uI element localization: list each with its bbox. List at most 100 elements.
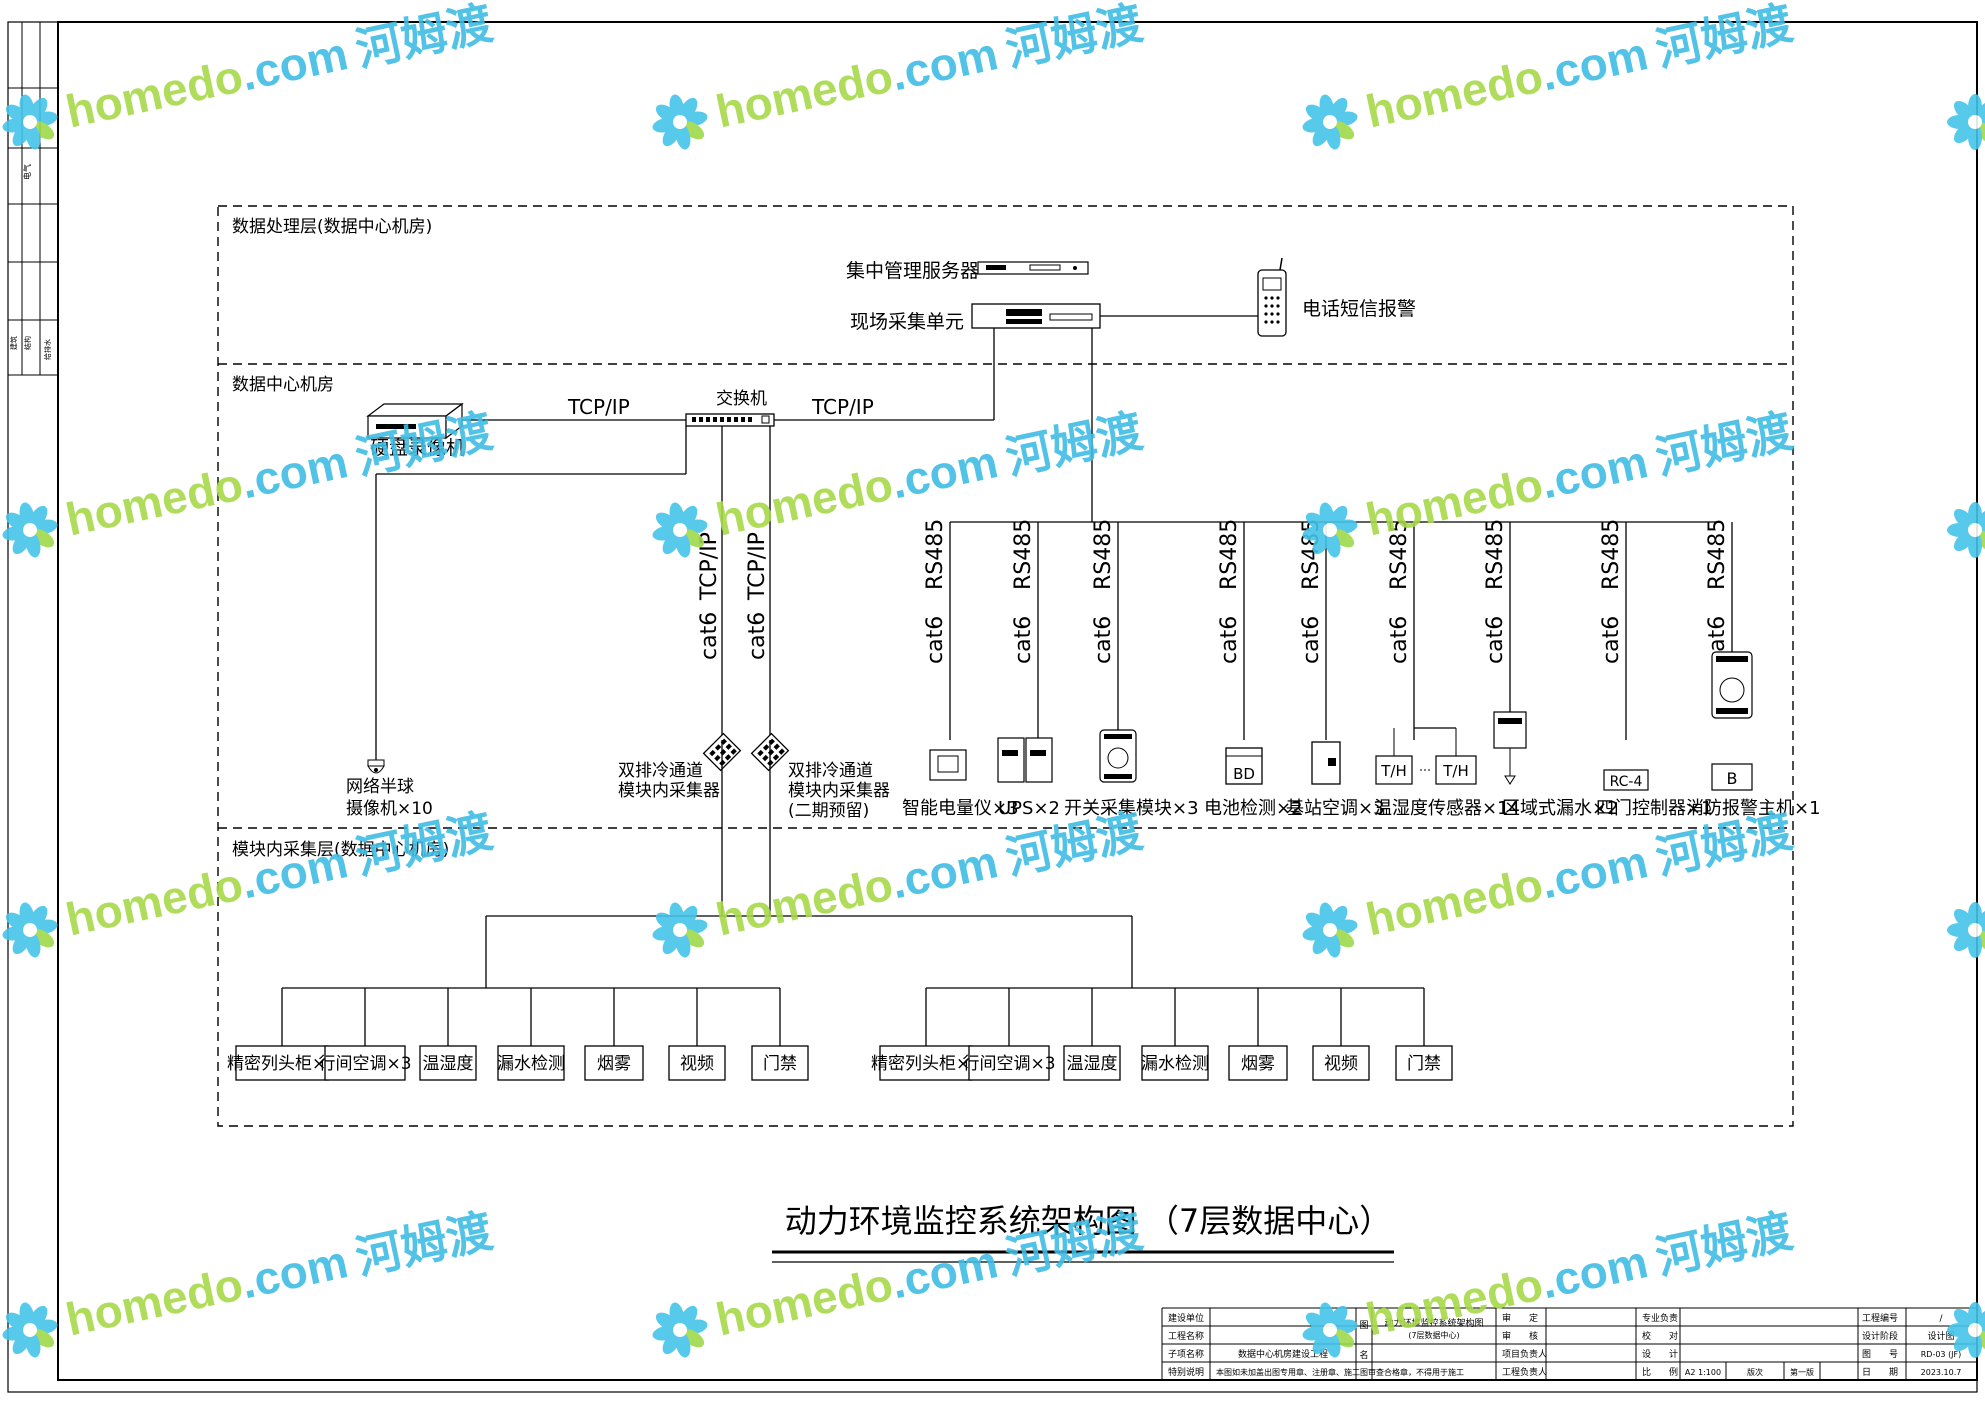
watermark-domain: .com <box>1536 27 1652 100</box>
tcpip-left-label: TCP/IP <box>567 395 630 419</box>
watermark-text: homedo.com河姆渡 <box>61 1204 497 1345</box>
switch-module-icon <box>1099 729 1137 783</box>
module-item-label: 门禁 <box>763 1054 797 1074</box>
title-block-r-eng: 工程负责人 <box>1502 1366 1547 1378</box>
title-block-s-ver-l: 版次 <box>1747 1367 1763 1377</box>
title-block-p-no-v: / <box>1939 1314 1943 1324</box>
module-item-box <box>324 1045 406 1081</box>
rs485-proto-label: RS485 <box>1091 519 1116 590</box>
strip-label-structure: 结构 <box>23 336 32 350</box>
module-item-box <box>497 1045 565 1081</box>
watermark-flower-icon <box>646 1296 714 1364</box>
module-item-box <box>879 1045 973 1081</box>
rs485-cable-label: cat6 <box>1091 616 1116 664</box>
watermark-flower-icon <box>1947 502 1985 558</box>
title-block-r-pm: 项目负责人 <box>1502 1348 1547 1360</box>
trunk-cable-label: cat6 <box>697 612 722 660</box>
camera-label-2: 摄像机×10 <box>346 799 433 819</box>
watermark-domain: .com <box>1536 1235 1652 1308</box>
trunk-label-line: 双排冷通道 <box>788 761 873 781</box>
left-signature-strip <box>8 22 58 376</box>
title-block-p-dwg-v: RD-03 (JF) <box>1921 1350 1962 1359</box>
rs485-cable-label: cat6 <box>923 616 948 664</box>
trunk-label-line: 双排冷通道 <box>618 761 703 781</box>
watermark-brand: homedo <box>61 50 247 138</box>
title-block-notes-value: 本图如未加盖出图专用章、注册章、施工图审查合格章，不得用于施工 <box>1216 1367 1464 1377</box>
title-block-p-date-v: 2023.10.7 <box>1921 1368 1962 1377</box>
device-label-fire-alarm: 消防报警主机×1 <box>1686 798 1821 819</box>
device-label-meter: 智能电量仪×3 <box>902 798 1019 819</box>
rs485-cable-label: cat6 <box>1217 616 1242 664</box>
battery-tag: BD <box>1233 765 1255 783</box>
rs485-proto-label: RS485 <box>1387 519 1412 590</box>
title-block-r-approve: 审 定 <box>1502 1312 1538 1324</box>
title-block-s-design: 设 计 <box>1642 1348 1678 1360</box>
nvr-icon <box>366 402 464 440</box>
title-block-drawing-name-2: (7层数据中心) <box>1408 1330 1459 1340</box>
battery-icon: BD <box>1225 747 1263 785</box>
rs485-cable-label: cat6 <box>1387 616 1412 664</box>
watermark-domain: .com <box>1536 835 1652 908</box>
module-item-label: 行间空调×3 <box>962 1054 1055 1074</box>
layer-label-module: 模块内采集层(数据中心机房) <box>232 840 449 860</box>
watermark: homedo.com河姆渡 <box>1296 804 1797 964</box>
layer-label-processing: 数据处理层(数据中心机房) <box>232 217 432 237</box>
device-label-switch-module: 开关采集模块×3 <box>1064 798 1199 819</box>
watermark-brand: homedo <box>61 858 247 946</box>
watermark-cn: 河姆渡 <box>1651 404 1797 484</box>
module-item-label: 烟雾 <box>1241 1054 1275 1074</box>
leak-icon <box>1493 711 1527 785</box>
title-block: 建设单位工程名称子项名称数据中心机房建设工程特别说明本图如未加盖出图专用章、注册… <box>1161 1307 1977 1380</box>
aircon-icon <box>1311 741 1341 785</box>
watermark-text: homedo.com河姆渡 <box>1361 1204 1797 1345</box>
module-item-label: 温湿度 <box>1067 1054 1118 1074</box>
title-block-sub-value: 数据中心机房建设工程 <box>1238 1348 1328 1360</box>
module-item-box <box>584 1045 644 1081</box>
watermark-layer: homedo.com河姆渡homedo.com河姆渡homedo.com河姆渡h… <box>0 0 1985 1364</box>
strip-label-architecture: 建筑 <box>9 336 18 350</box>
watermark-cn: 河姆渡 <box>1651 1204 1797 1284</box>
strip-label-plumbing: 给排水 <box>43 339 52 360</box>
module-item-box <box>751 1045 809 1081</box>
tcpip-right-label: TCP/IP <box>811 395 874 419</box>
watermark-brand: homedo <box>1361 50 1547 138</box>
watermark: homedo.com河姆渡 <box>646 0 1147 156</box>
watermark-text: homedo.com河姆渡 <box>61 0 497 138</box>
title-block-s-ver-v: 第一版 <box>1790 1367 1814 1377</box>
watermark-flower-icon <box>0 896 64 964</box>
watermark-brand: homedo <box>711 458 897 546</box>
sms-alarm-label: 电话短信报警 <box>1302 298 1416 320</box>
module-item-label: 漏水检测 <box>1141 1054 1209 1074</box>
drawing-title: 动力环境监控系统架构图 （7层数据中心） <box>785 1202 1392 1240</box>
module-item-label: 温湿度 <box>423 1054 474 1074</box>
watermark-cn: 河姆渡 <box>351 1204 497 1284</box>
device-label-door-controller: 四门控制器×1 <box>1596 798 1713 819</box>
module-item-label: 漏水检测 <box>497 1054 565 1074</box>
title-block-s-scale-v: A2 1:100 <box>1685 1368 1721 1377</box>
watermark-text: homedo.com河姆渡 <box>1361 0 1797 138</box>
module-item-box <box>1395 1045 1453 1081</box>
title-block-s-major: 专业负责 <box>1642 1312 1678 1324</box>
rs485-cable-label: cat6 <box>1599 616 1624 664</box>
rs485-proto-label: RS485 <box>923 519 948 590</box>
watermark-text: homedo.com河姆渡 <box>711 0 1147 138</box>
rs485-cable-label: cat6 <box>1011 616 1036 664</box>
module-item-box <box>1141 1045 1209 1081</box>
door-tag: RC-4 <box>1610 774 1643 790</box>
watermark-domain: .com <box>886 1235 1002 1308</box>
title-block-project-name: 工程名称 <box>1168 1330 1204 1342</box>
layer-frame <box>217 205 1794 1127</box>
watermark-brand: homedo <box>61 1258 247 1346</box>
collector-label: 现场采集单元 <box>850 311 964 333</box>
watermark: homedo.com河姆渡 <box>1296 0 1797 156</box>
server-icon <box>977 261 1089 275</box>
watermark-brand: homedo <box>1361 858 1547 946</box>
watermark-flower-icon <box>0 1296 64 1364</box>
watermark-brand: homedo <box>711 858 897 946</box>
rs485-proto-label: RS485 <box>1599 519 1624 590</box>
watermark-flower-icon <box>1296 88 1364 156</box>
watermark-domain: .com <box>236 435 352 508</box>
module-item-label: 视频 <box>680 1054 714 1074</box>
module-item-box <box>668 1045 726 1081</box>
ups-icon <box>997 737 1053 783</box>
